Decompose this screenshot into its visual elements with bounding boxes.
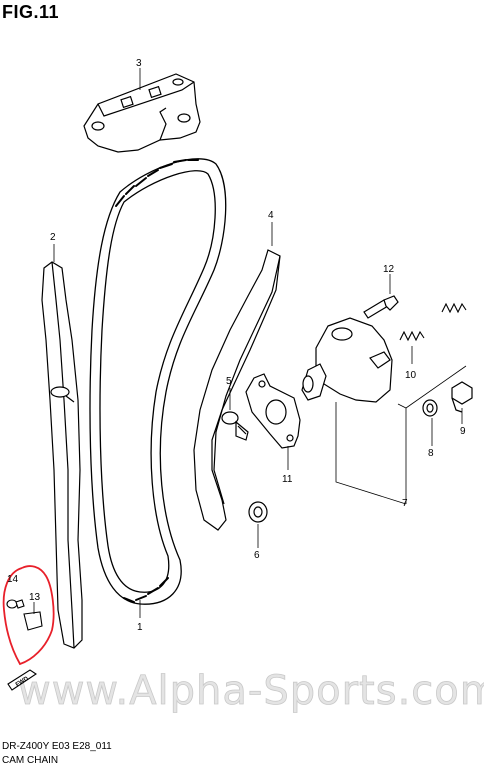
part-7-leader-lines [335, 365, 467, 505]
part-13-pin [23, 611, 43, 631]
part-8-washer [422, 399, 438, 417]
part-label-12: 12 [383, 264, 395, 275]
part-label-2: 2 [50, 232, 56, 243]
part-label-13: 13 [29, 592, 41, 603]
part-number-labels: 1 2 3 4 5 6 7 8 9 10 11 12 13 14 [7, 58, 466, 633]
part-11-gasket [245, 373, 301, 449]
part-10-spring [399, 302, 467, 342]
part-9-cap-bolt [451, 381, 473, 413]
part-label-10: 10 [405, 370, 417, 381]
part-6-washer [248, 501, 268, 523]
part-leader-lines [33, 68, 463, 618]
part-label-3: 3 [136, 58, 142, 69]
part-2-chain-guide [41, 261, 83, 649]
part-label-14: 14 [7, 574, 19, 585]
part-label-9: 9 [460, 426, 466, 437]
part-label-6: 6 [254, 550, 260, 561]
part-7-tensioner-assembly [301, 317, 393, 403]
highlight-circle [2, 565, 55, 666]
part-3-upper-chain-guide [83, 73, 201, 153]
part-label-7: 7 [402, 498, 408, 509]
section-name: CAM CHAIN [2, 755, 59, 766]
part-12-bolt [363, 295, 399, 319]
part-label-1: 1 [137, 622, 143, 633]
part-1-cam-chain [89, 158, 227, 605]
part-label-5: 5 [226, 376, 232, 387]
part-5-bolt [221, 411, 249, 441]
part-label-4: 4 [268, 210, 274, 221]
part-4-tensioner-guide [193, 249, 281, 531]
part-14-bolt [6, 599, 25, 609]
part-label-11: 11 [282, 474, 293, 485]
watermark-text: www.Alpha-Sports.com [18, 668, 484, 714]
part-label-8: 8 [428, 448, 434, 459]
model-code: DR-Z400Y E03 E28_011 [2, 741, 112, 752]
figure-title: FIG.11 [2, 2, 60, 22]
